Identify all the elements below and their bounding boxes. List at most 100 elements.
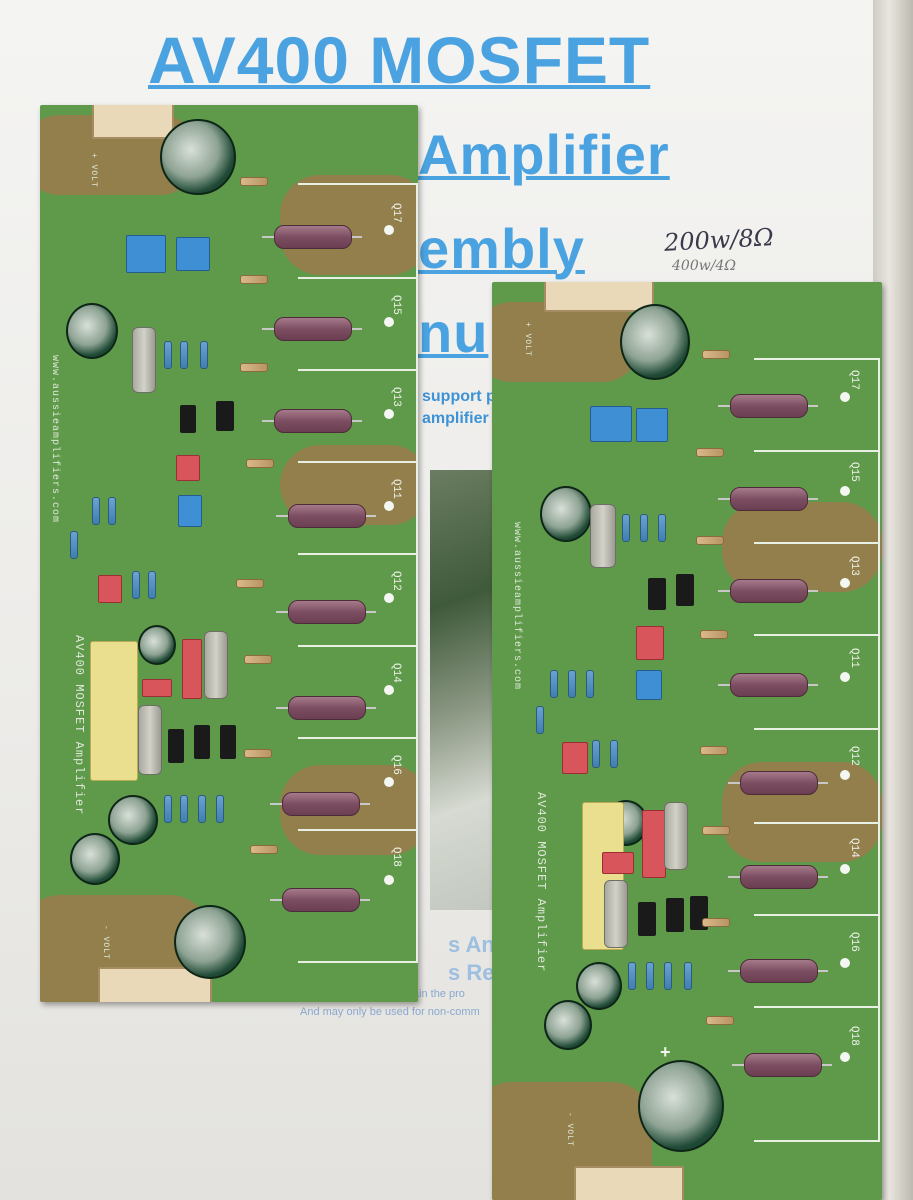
polyester-capacitor [182,639,202,699]
power-terminal-bottom [574,1166,684,1200]
emitter-resistor [282,792,360,816]
resistor [586,670,594,698]
driver-transistor [638,902,656,936]
emitter-resistor [740,771,818,795]
polarity-mark: + [660,1042,671,1062]
resistor [240,275,268,284]
pcb-website-text: www.aussieamplifiers.com [511,522,522,691]
resistor [702,826,730,835]
emitter-resistor [274,409,352,433]
resistor [640,514,648,542]
resistor [568,670,576,698]
mounting-hole [840,392,850,402]
resistor [592,740,600,768]
resistor [244,655,272,664]
transistor [648,578,666,610]
transistor-label: Q13 [848,556,860,576]
resistor [180,341,188,369]
trimpot [636,670,662,700]
mounting-hole [384,501,394,511]
transistor-label: Q15 [390,295,402,315]
silk-divider [754,914,880,916]
power-resistor [590,504,616,568]
resistor [148,571,156,599]
transistor [676,574,694,606]
polyester-capacitor [176,455,200,481]
power-resistor [204,631,228,699]
headline-line-2: Amplifier [418,123,670,186]
mounting-hole [840,486,850,496]
silk-divider [754,822,880,824]
transistor-label: Q16 [390,755,402,775]
trimpot [126,235,166,273]
resistor [702,918,730,927]
transistor-label: Q11 [390,479,402,499]
mounting-hole [840,578,850,588]
trimpot [590,406,632,442]
resistor [696,448,724,457]
emitter-resistor [274,225,352,249]
electrolytic-capacitor [638,1060,724,1152]
mounting-hole [384,225,394,235]
handwritten-power-rating-2: 400w/4Ω [672,258,736,274]
silk-divider [754,542,880,544]
electrolytic-capacitor [108,795,158,845]
photo-inset [430,470,500,910]
pcb-website-text: www.aussieamplifiers.com [49,355,60,524]
emitter-resistor [740,959,818,983]
emitter-resistor [730,579,808,603]
resistor [696,536,724,545]
resistor [250,845,278,854]
headline-line-3: embly [418,217,585,280]
emitter-resistor [744,1053,822,1077]
polyester-capacitor [98,575,122,603]
emitter-resistor [288,696,366,720]
resistor [700,630,728,639]
resistor [200,341,208,369]
silk-divider [754,728,880,730]
electrolytic-capacitor [70,833,120,885]
mounting-hole [840,672,850,682]
resistor [92,497,100,525]
driver-transistor [220,725,236,759]
transistor-label: Q15 [848,462,860,482]
mounting-hole [840,958,850,968]
resistor [108,497,116,525]
driver-transistor [194,725,210,759]
transistor-label: Q12 [390,571,402,591]
capacitor-box [178,495,202,527]
resistor [198,795,206,823]
emitter-resistor [288,600,366,624]
transistor-label: Q14 [390,663,402,683]
resistor [646,962,654,990]
capacitor-box [636,408,668,442]
electrolytic-capacitor [620,304,690,380]
electrolytic-capacitor [544,1000,592,1050]
silk-divider [298,737,418,739]
copper-pour [722,502,882,592]
silk-divider [298,553,418,555]
resistor [246,459,274,468]
resistor [610,740,618,768]
output-stage-frame [298,183,418,963]
emitter-resistor [730,673,808,697]
silk-divider [298,369,418,371]
resistor [700,746,728,755]
rail-label-negative: - VOLT [101,925,110,960]
resistor [706,1016,734,1025]
driver-transistor [168,729,184,763]
resistor [536,706,544,734]
headline-line-4: nu [418,301,489,364]
mounting-hole [384,685,394,695]
resistor [684,962,692,990]
transistor-label: Q17 [390,203,402,223]
mounting-hole [840,864,850,874]
resistor [628,962,636,990]
mounting-hole [384,777,394,787]
electrolytic-capacitor [576,962,622,1010]
emitter-resistor [274,317,352,341]
polyester-capacitor [602,852,634,874]
pcb-board-left: Q17 Q15 Q13 Q11 Q12 Q14 Q16 Q18 www.auss… [40,105,418,1002]
handwritten-power-rating: 200w/8Ω [663,223,775,257]
silk-divider [754,450,880,452]
